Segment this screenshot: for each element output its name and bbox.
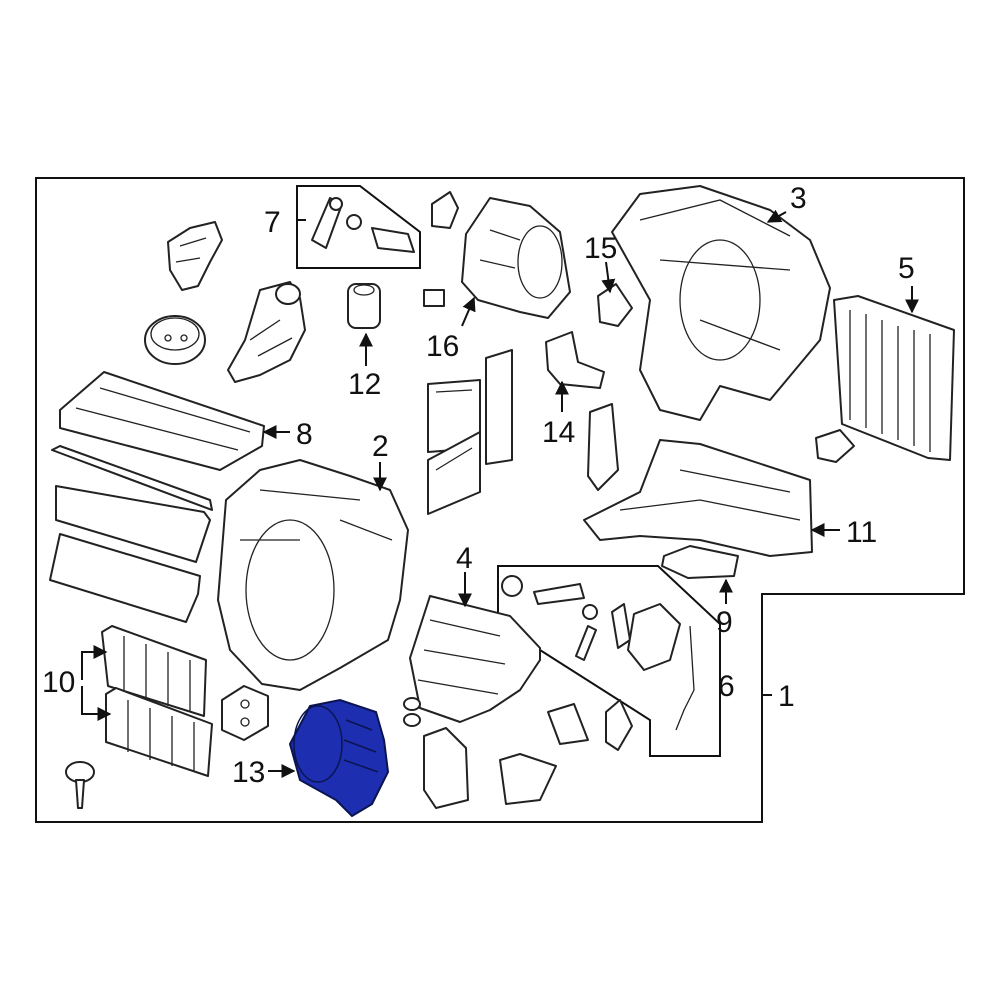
sensor-connector-part bbox=[347, 283, 381, 329]
leader-lines bbox=[81, 209, 919, 778]
heater-core-part bbox=[403, 595, 541, 727]
upper-bracket-part bbox=[167, 221, 223, 291]
seal-strips-part bbox=[49, 445, 213, 623]
kit-7-frame bbox=[296, 185, 421, 269]
linkage-kit-part bbox=[501, 575, 695, 731]
mount-clip-part bbox=[423, 191, 459, 307]
callout-11: 11 bbox=[846, 516, 877, 549]
callout-10: 10 bbox=[42, 666, 75, 699]
callout-15: 15 bbox=[584, 232, 617, 265]
evaporator-core-part bbox=[833, 295, 955, 461]
callout-14: 14 bbox=[542, 416, 575, 449]
seal-9-part bbox=[661, 545, 739, 579]
filter-panels-part bbox=[427, 349, 513, 515]
callout-16: 16 bbox=[426, 330, 459, 363]
callout-8: 8 bbox=[296, 418, 313, 451]
callout-4: 4 bbox=[456, 542, 473, 575]
cabin-filters-part bbox=[101, 625, 213, 777]
seal-15-part bbox=[597, 283, 633, 327]
actuator-tube-part bbox=[227, 281, 306, 383]
lower-tray-part bbox=[583, 439, 813, 557]
callout-6: 6 bbox=[718, 670, 735, 703]
screw-part bbox=[65, 761, 95, 809]
callout-13: 13 bbox=[232, 756, 265, 789]
callout-1: 1 bbox=[778, 680, 795, 713]
upper-case-part bbox=[611, 185, 831, 421]
callout-2: 2 bbox=[372, 430, 389, 463]
main-case-part bbox=[217, 459, 409, 691]
callout-3: 3 bbox=[790, 182, 807, 215]
callout-9: 9 bbox=[716, 606, 733, 639]
hex-pad-part bbox=[221, 685, 269, 741]
blower-housing-part bbox=[461, 197, 571, 319]
callout-12: 12 bbox=[348, 368, 381, 401]
mode-door-part bbox=[545, 331, 605, 389]
blower-motor-part bbox=[288, 698, 390, 818]
callout-5: 5 bbox=[898, 252, 915, 285]
lever-link-part bbox=[311, 197, 415, 253]
foam-pad-part bbox=[144, 315, 206, 365]
assembly-frame bbox=[35, 177, 965, 823]
panel-8-part bbox=[59, 371, 265, 471]
duct-pieces-part bbox=[423, 699, 633, 809]
side-actuator-part bbox=[587, 403, 619, 491]
clip-bracket-part bbox=[815, 429, 855, 463]
callout-7: 7 bbox=[264, 206, 281, 239]
